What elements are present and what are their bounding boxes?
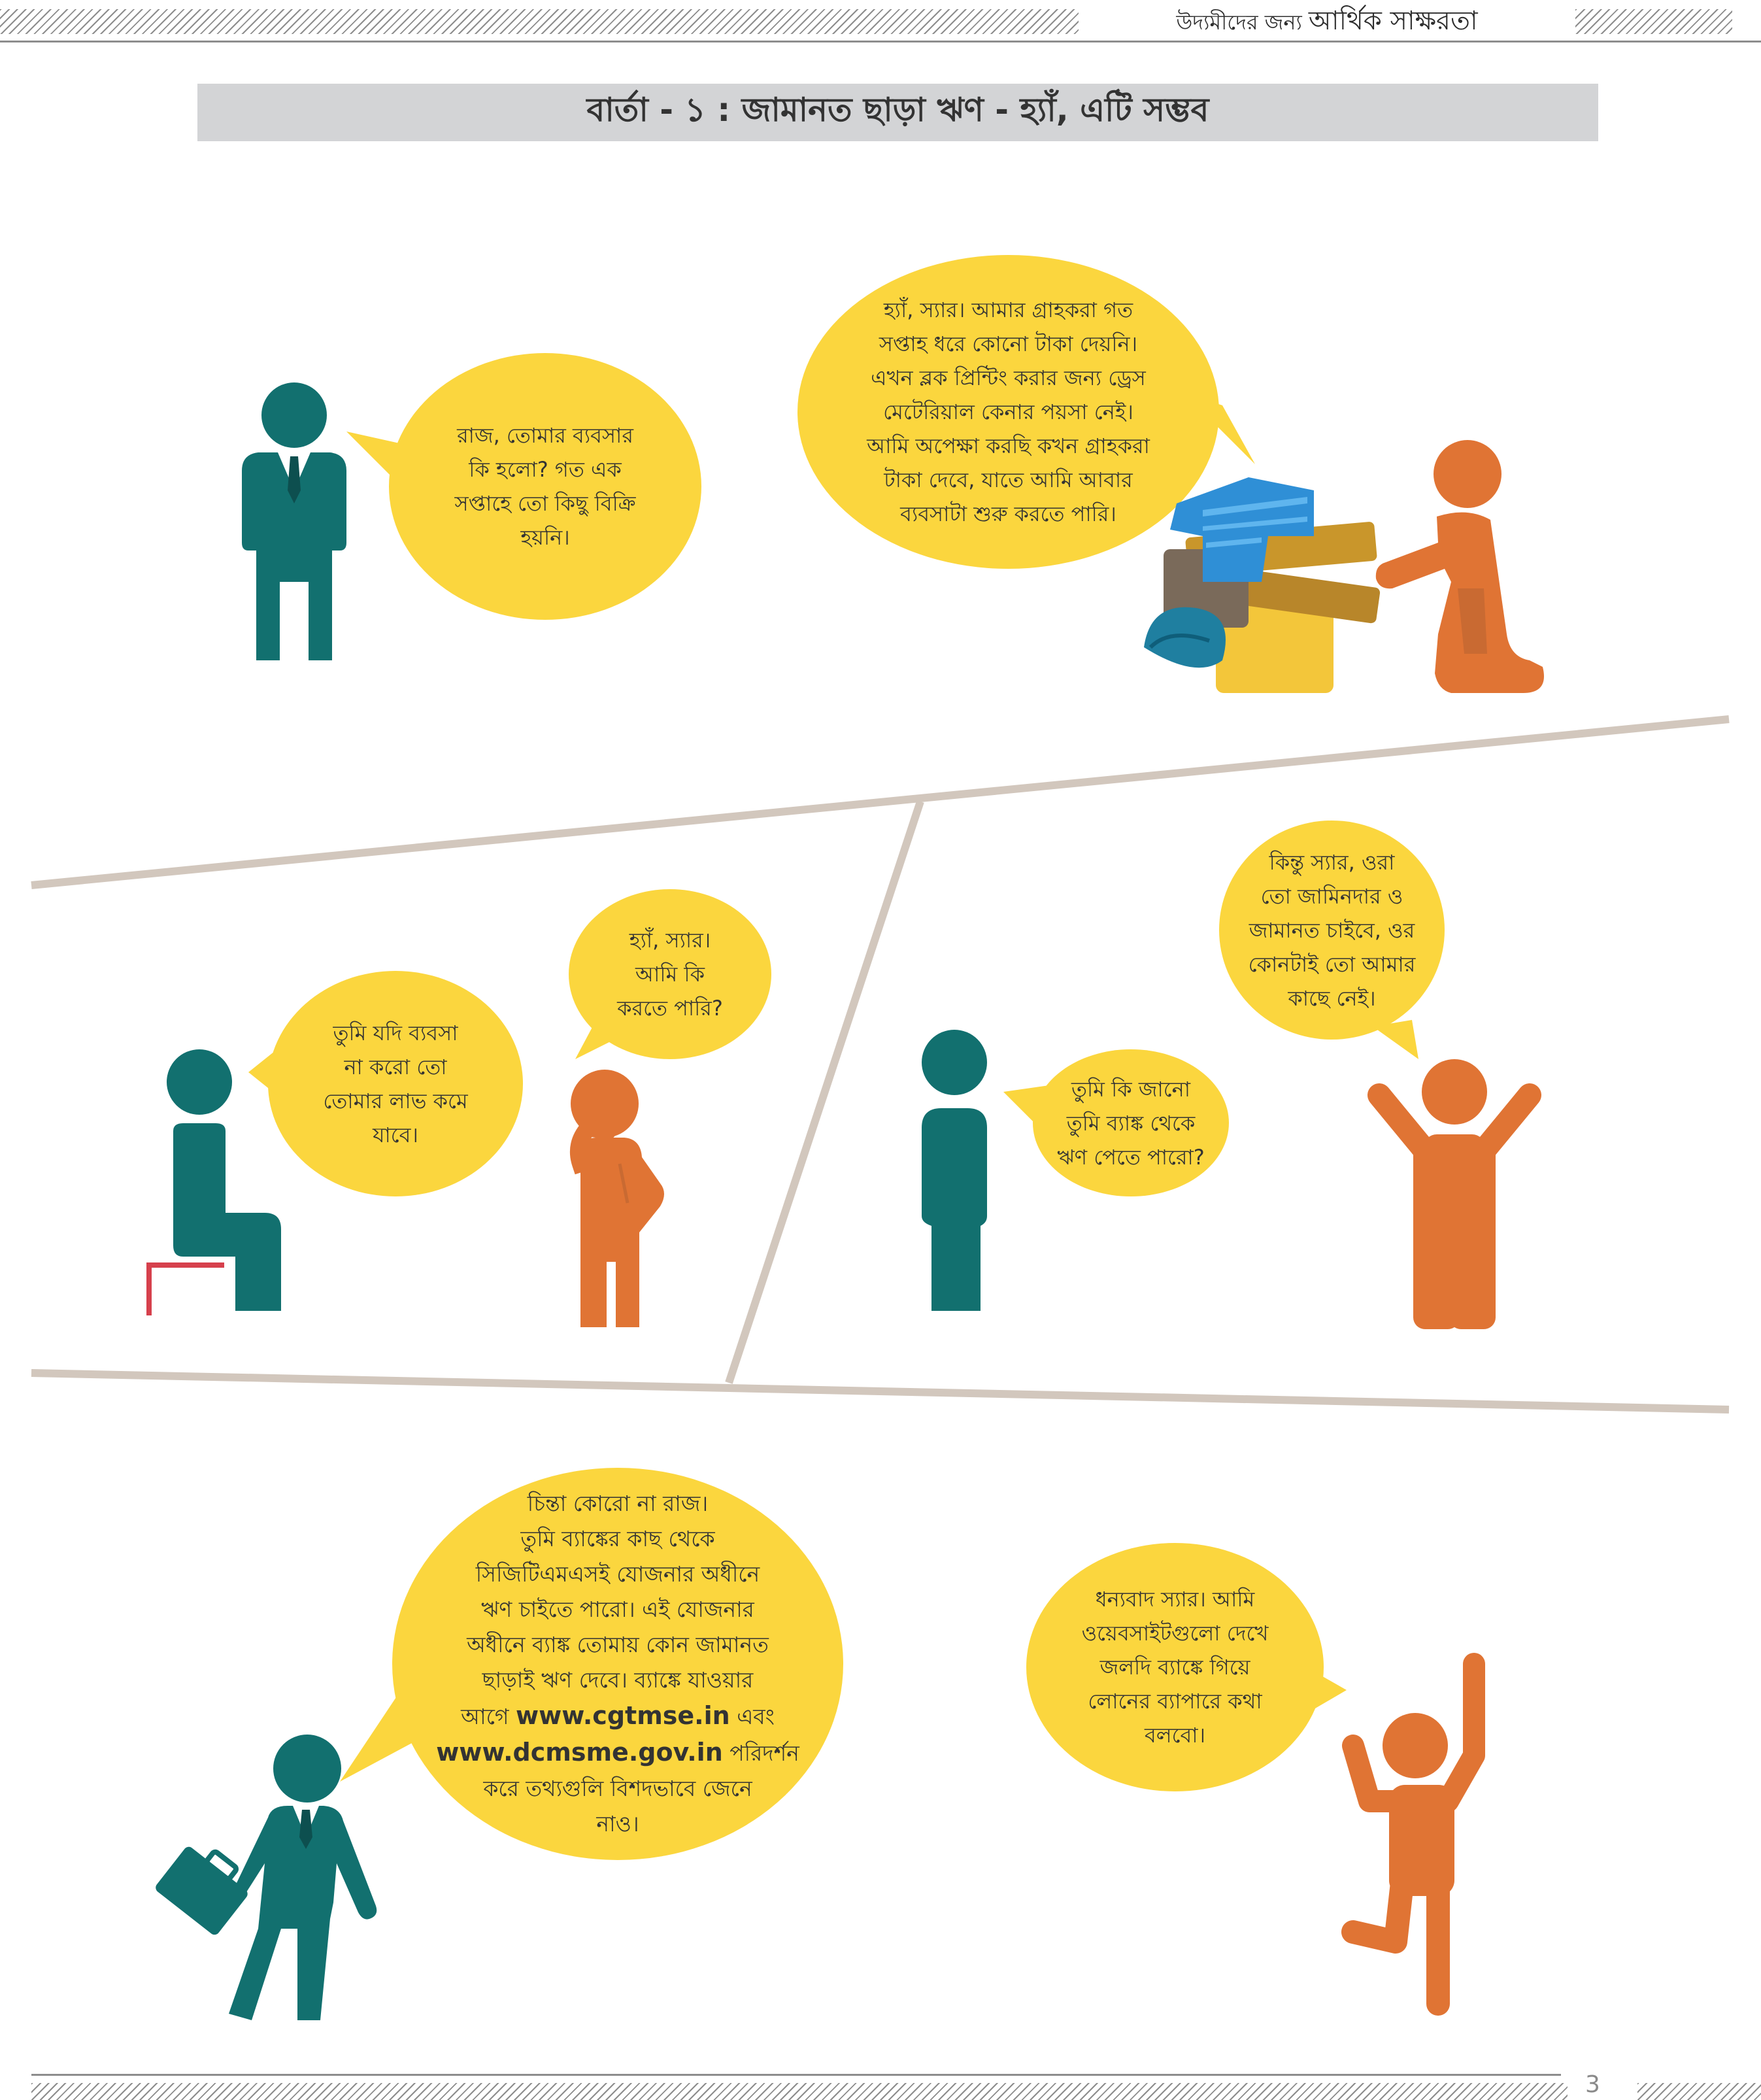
raj-thinking-figure-p2 <box>570 1070 664 1327</box>
officer-figure-p1 <box>242 382 346 660</box>
raj-bubble-tail-p3 <box>1373 1020 1418 1059</box>
divider-line-1 <box>31 715 1730 889</box>
raj-speech-bubble-p1: হ্যাঁ, স্যার। আমার গ্রাহকরা গত সপ্তাহ ধর… <box>797 255 1219 569</box>
running-header-title: আর্থিক সাক্ষরতা <box>1308 6 1478 36</box>
officer-speech-bubble-p3: তুমি কি জানো তুমি ব্যাঙ্ক থেকে ঋণ পেতে প… <box>1033 1049 1229 1196</box>
raj-arms-up-figure-p3 <box>1367 1059 1541 1329</box>
officer-standing-figure-p3 <box>922 1030 987 1311</box>
raj-speech-bubble-p4: ধন্যবাদ স্যার। আমি ওয়েবসাইটগুলো দেখে জল… <box>1026 1543 1324 1791</box>
officer-bubble-tail-p3 <box>1003 1085 1049 1131</box>
raj-bubble-tail-p4 <box>1301 1664 1347 1713</box>
page-number: 3 <box>1585 2071 1600 2098</box>
officer-bubble-tail-p1 <box>346 432 405 477</box>
raj-bubble-tail-p2 <box>575 1010 634 1059</box>
raj-bubble-tail-p1 <box>1183 392 1255 464</box>
officer-speech-bubble-p4: চিন্তা কোরো না রাজ। তুমি ব্যাঙ্কের কাছ থ… <box>392 1468 843 1860</box>
raj-speech-bubble-p3: কিন্তু স্যার, ওরা তো জামিনদার ও জামানত চ… <box>1219 821 1445 1040</box>
divider-line-3 <box>31 1369 1730 1414</box>
raj-jumping-figure-p4 <box>1341 1653 1485 2016</box>
officer-speech-bubble-p2: তুমি যদি ব্যবসা না করো তো তোমার লাভ কমে … <box>268 971 523 1196</box>
page-title-band: বার্তা - ১ : জামানত ছাড়া ঋণ - হ্যাঁ, এট… <box>197 84 1598 141</box>
footer-rule <box>31 2074 1561 2076</box>
running-header: উদ্যমীদের জন্য আর্থিক সাক্ষরতা <box>1164 4 1490 39</box>
running-header-prefix: উদ্যমীদের জন্য <box>1176 10 1302 35</box>
officer-briefcase-figure-p4 <box>156 1735 377 2020</box>
clothes-pile-illustration <box>1144 477 1381 693</box>
footer-hatch-right <box>1637 2083 1761 2100</box>
page-title: বার্তা - ১ : জামানত ছাড়া ঋণ - হ্যাঁ, এট… <box>586 90 1209 129</box>
divider-line-2 <box>725 800 924 1384</box>
header-rule <box>0 41 1761 42</box>
officer-speech-bubble-p1: রাজ, তোমার ব্যবসার কি হলো? গত এক সপ্তাহে… <box>389 353 701 620</box>
officer-bubble-tail-p4 <box>340 1693 431 1782</box>
dcmsme-website-link[interactable]: www.dcmsme.gov.in <box>436 1738 723 1767</box>
officer-bubble-tail-p2 <box>248 1046 281 1098</box>
header-hatch-right <box>1575 9 1732 34</box>
cgtmse-website-link[interactable]: www.cgtmse.in <box>515 1701 730 1730</box>
officer-sitting-figure-p2 <box>146 1049 281 1315</box>
raj-kneeling-figure-p1 <box>1375 440 1544 693</box>
header-hatch-left <box>0 9 1079 34</box>
footer-hatch-left <box>31 2083 1568 2100</box>
